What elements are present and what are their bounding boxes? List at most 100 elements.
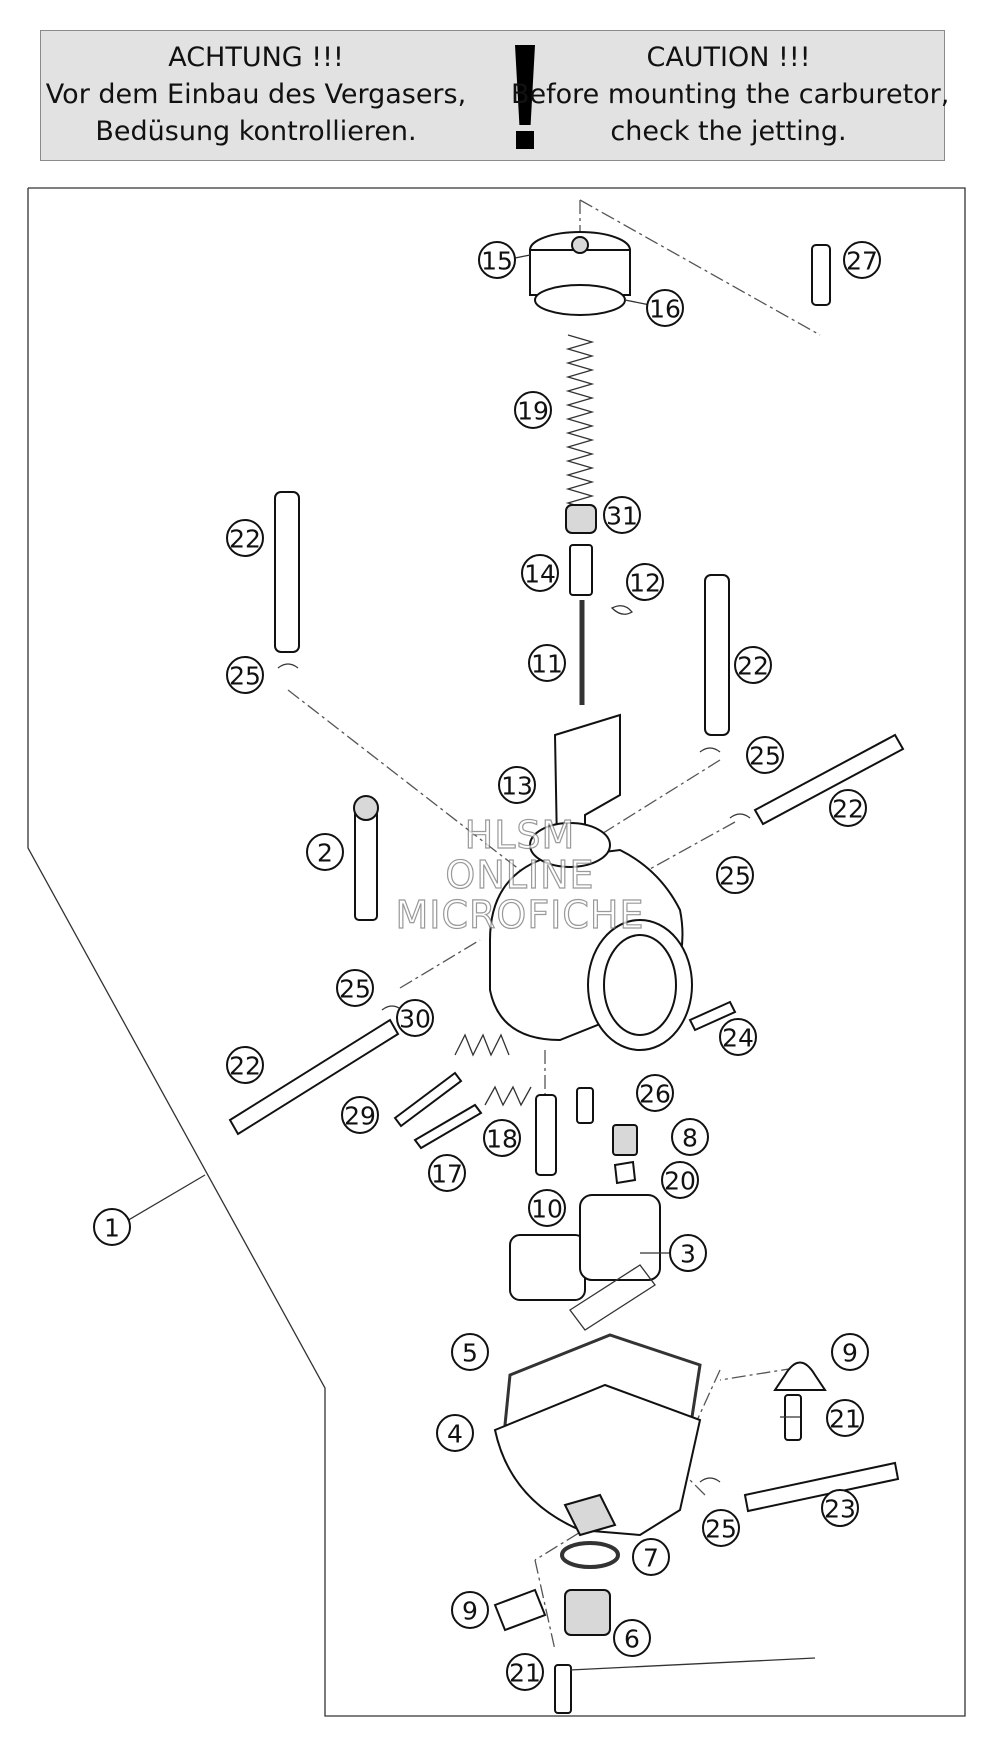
warning-heading-en: CAUTION !!! <box>646 42 811 73</box>
callout-29: 29 <box>341 1096 379 1134</box>
callout-4: 4 <box>436 1414 474 1452</box>
part-oring-7 <box>560 1541 620 1569</box>
callout-label: 22 <box>229 1052 261 1081</box>
callout-label: 22 <box>832 795 864 824</box>
callout-20: 20 <box>661 1161 699 1199</box>
callout-5: 5 <box>451 1333 489 1371</box>
warning-line-de-1: Vor dem Einbau des Vergasers, <box>45 79 467 110</box>
german-warning: ACHTUNG !!! Vor dem Einbau des Vergasers… <box>41 39 471 150</box>
part-spring-18 <box>484 1085 532 1107</box>
watermark-line-2: ONLINE <box>445 853 595 897</box>
callout-label: 9 <box>842 1339 858 1368</box>
callout-22-left: 22 <box>226 1046 264 1084</box>
leader-lines <box>124 254 816 1671</box>
callout-18: 18 <box>483 1119 521 1157</box>
part-carb-body <box>489 822 693 1051</box>
callout-1: 1 <box>93 1208 131 1246</box>
callout-22-right: 22 <box>829 789 867 827</box>
part-hose-22-right <box>753 733 905 826</box>
part-screw-29 <box>393 1071 463 1128</box>
callout-label: 15 <box>481 247 513 276</box>
callout-21-bottom: 21 <box>506 1653 544 1691</box>
callout-label: 25 <box>705 1515 737 1544</box>
callout-label: 30 <box>399 1005 431 1034</box>
callout-label: 25 <box>229 662 261 691</box>
callout-label: 6 <box>624 1625 640 1654</box>
callout-label: 23 <box>824 1495 856 1524</box>
part-cap-15-16 <box>529 231 631 316</box>
part-nut-31 <box>565 504 597 534</box>
callout-27: 27 <box>843 241 881 279</box>
callout-14: 14 <box>521 554 559 592</box>
callout-label: 13 <box>501 772 533 801</box>
callout-label: 25 <box>339 975 371 1004</box>
callout-8: 8 <box>671 1118 709 1156</box>
callout-label: 12 <box>629 569 661 598</box>
part-holder-14 <box>569 544 593 596</box>
callout-7: 7 <box>632 1538 670 1576</box>
callout-6: 6 <box>613 1619 651 1657</box>
callout-label: 5 <box>462 1339 478 1368</box>
callout-label: 20 <box>664 1167 696 1196</box>
callout-25-left-top: 25 <box>226 656 264 694</box>
callout-label: 14 <box>524 560 556 589</box>
callout-label: 25 <box>719 862 751 891</box>
part-screw-2 <box>353 795 379 921</box>
callout-label: 9 <box>462 1597 478 1626</box>
part-fitting-27 <box>811 244 831 306</box>
callout-11: 11 <box>528 644 566 682</box>
caution-banner: ACHTUNG !!! Vor dem Einbau des Vergasers… <box>40 30 950 161</box>
part-hose-22-left <box>228 1018 400 1136</box>
callout-30: 30 <box>396 999 434 1037</box>
part-plate-9-bottom <box>493 1588 547 1632</box>
part-jet-26 <box>576 1087 594 1124</box>
callout-label: 16 <box>649 295 681 324</box>
callout-23: 23 <box>821 1489 859 1527</box>
part-screw-21-bottom <box>554 1664 572 1714</box>
callout-label: 18 <box>486 1125 518 1154</box>
callout-label: 19 <box>517 397 549 426</box>
callout-13: 13 <box>498 766 536 804</box>
callout-label: 21 <box>829 1405 861 1434</box>
callout-label: 17 <box>431 1160 463 1189</box>
callout-25-right-top: 25 <box>746 736 784 774</box>
callout-22-left-top: 22 <box>226 519 264 557</box>
callout-25-right: 25 <box>716 856 754 894</box>
exclamation-icon <box>515 45 535 125</box>
callout-label: 8 <box>682 1124 698 1153</box>
part-pin-24 <box>688 1000 737 1032</box>
callout-25-left: 25 <box>336 969 374 1007</box>
callout-label: 2 <box>317 839 333 868</box>
callout-label: 29 <box>344 1102 376 1131</box>
callout-label: 26 <box>639 1080 671 1109</box>
warning-line-en-2: check the jetting. <box>610 116 847 147</box>
callout-label: 31 <box>606 502 638 531</box>
part-screw-17 <box>413 1103 483 1150</box>
callout-25-bottom: 25 <box>702 1509 740 1547</box>
callout-label: 21 <box>509 1659 541 1688</box>
part-hose-22-left-top <box>274 491 300 653</box>
callout-17: 17 <box>428 1154 466 1192</box>
callout-26: 26 <box>636 1074 674 1112</box>
exclamation-dot-icon <box>516 131 534 149</box>
callout-16: 16 <box>646 289 684 327</box>
part-hose-22-right-top <box>704 574 730 736</box>
callout-2: 2 <box>306 833 344 871</box>
part-needle-jet-10 <box>535 1094 557 1176</box>
callout-label: 22 <box>737 652 769 681</box>
callout-24: 24 <box>719 1018 757 1056</box>
callout-12: 12 <box>626 563 664 601</box>
watermark-line-1: HLSM <box>464 813 576 857</box>
english-warning: CAUTION !!! Before mounting the carburet… <box>511 39 950 150</box>
warning-line-de-2: Bedüsung kontrollieren. <box>95 116 417 147</box>
warning-line-en-1: Before mounting the carburetor, <box>511 79 950 110</box>
part-spring-19 <box>565 334 595 518</box>
callout-21-top: 21 <box>826 1399 864 1437</box>
part-plate-9-top <box>773 1361 827 1391</box>
assembly-lines <box>287 199 821 1651</box>
part-float-3 <box>509 1194 661 1331</box>
callout-9-bottom: 9 <box>451 1591 489 1629</box>
watermark: HLSM ONLINE MICROFICHE <box>330 813 710 935</box>
callout-label: 7 <box>643 1544 659 1573</box>
